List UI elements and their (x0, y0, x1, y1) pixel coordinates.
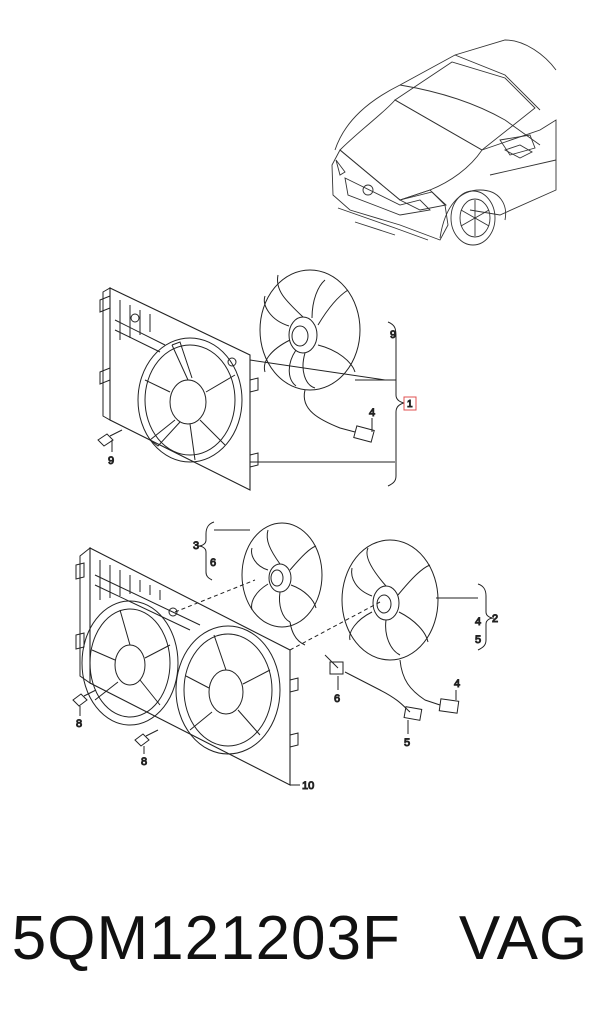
callout-5-right: 5 (475, 634, 481, 646)
callout-3: 3 (193, 540, 199, 552)
ref-box-1 (403, 396, 417, 411)
callout-4-connector: 4 (454, 678, 460, 690)
bolt-8-mid (134, 729, 159, 754)
brand-name: VAG (458, 903, 589, 973)
bolt-9 (97, 429, 123, 447)
callout-10: 10 (302, 780, 314, 792)
bolt-8-left (72, 689, 97, 716)
bracket-9 (387, 321, 405, 487)
callout-9-top: 9 (390, 329, 396, 341)
callout-9-bolt: 9 (108, 455, 114, 467)
callout-8-left: 8 (76, 718, 82, 730)
callout-1: 1 (407, 399, 413, 410)
part-label: 5QM121203F VAG (0, 893, 600, 983)
cooling-fan-top (259, 269, 375, 443)
single-fan-assembly (97, 269, 405, 491)
exploded-parts-diagram: 9 1 4 9 (72, 39, 557, 793)
callout-6-connector: 6 (334, 693, 340, 705)
bracket-3 (197, 521, 215, 581)
callout-4-top: 4 (369, 407, 375, 419)
car-illustration (331, 39, 557, 246)
double-fan-assembly (72, 521, 495, 786)
callout-2: 2 (492, 613, 498, 625)
callout-6-fan: 6 (210, 557, 216, 569)
bracket-2 (477, 583, 495, 651)
callout-5-connector: 5 (404, 737, 410, 749)
callout-4-right: 4 (475, 616, 481, 628)
callout-8-mid: 8 (141, 756, 147, 768)
cooling-fan-right (341, 539, 460, 721)
cooling-fan-left (241, 522, 344, 675)
part-number: 5QM121203F (11, 903, 401, 973)
